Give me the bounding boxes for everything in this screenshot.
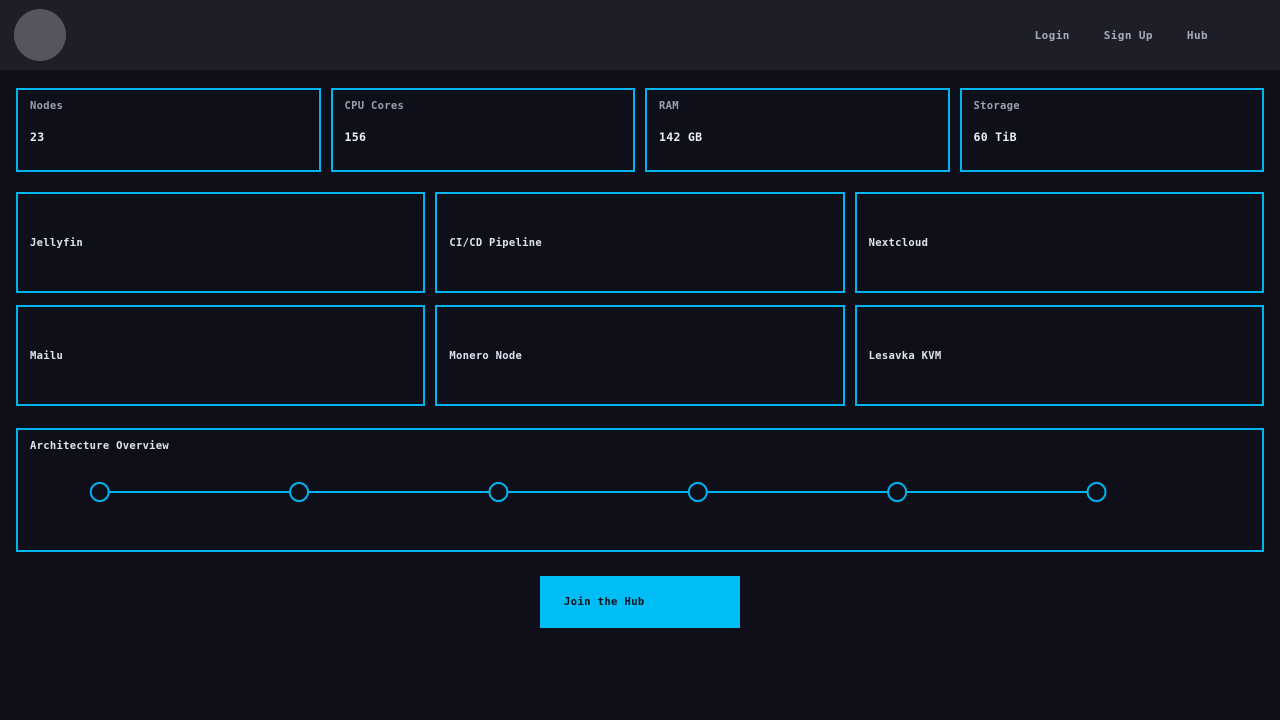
architecture-node-2[interactable] bbox=[290, 483, 308, 501]
stat-label: CPU Cores bbox=[345, 100, 622, 112]
nav-link-hub[interactable]: Hub bbox=[1187, 29, 1208, 42]
architecture-node-6[interactable] bbox=[1088, 483, 1106, 501]
stat-card-storage: Storage 60 TiB bbox=[960, 88, 1265, 172]
service-name: Monero Node bbox=[449, 350, 522, 362]
service-name: Nextcloud bbox=[869, 237, 929, 249]
architecture-node-1[interactable] bbox=[91, 483, 109, 501]
stat-value: 156 bbox=[345, 130, 622, 144]
architecture-title: Architecture Overview bbox=[30, 440, 1250, 452]
stat-label: Storage bbox=[974, 100, 1251, 112]
service-card-lesavka-kvm[interactable]: Lesavka KVM bbox=[855, 305, 1264, 406]
architecture-node-diagram bbox=[18, 468, 1262, 508]
service-card-monero-node[interactable]: Monero Node bbox=[435, 305, 844, 406]
architecture-node-3[interactable] bbox=[489, 483, 507, 501]
architecture-overview-panel: Architecture Overview bbox=[16, 428, 1264, 552]
service-card-jellyfin[interactable]: Jellyfin bbox=[16, 192, 425, 293]
stat-card-nodes: Nodes 23 bbox=[16, 88, 321, 172]
stat-value: 23 bbox=[30, 130, 307, 144]
services-grid: Jellyfin CI/CD Pipeline Nextcloud Mailu … bbox=[0, 172, 1280, 406]
stat-card-ram: RAM 142 GB bbox=[645, 88, 950, 172]
architecture-node-4[interactable] bbox=[689, 483, 707, 501]
service-name: CI/CD Pipeline bbox=[449, 237, 542, 249]
stat-value: 142 GB bbox=[659, 130, 936, 144]
service-name: Lesavka KVM bbox=[869, 350, 942, 362]
cta-button-label: Join the Hub bbox=[564, 596, 645, 608]
architecture-node-5[interactable] bbox=[888, 483, 906, 501]
avatar[interactable] bbox=[14, 9, 66, 61]
stat-label: RAM bbox=[659, 100, 936, 112]
top-header: Login Sign Up Hub bbox=[0, 0, 1280, 71]
service-card-nextcloud[interactable]: Nextcloud bbox=[855, 192, 1264, 293]
stat-value: 60 TiB bbox=[974, 130, 1251, 144]
service-name: Jellyfin bbox=[30, 237, 83, 249]
join-the-hub-button[interactable]: Join the Hub bbox=[540, 576, 740, 628]
stat-card-cpu-cores: CPU Cores 156 bbox=[331, 88, 636, 172]
service-card-mailu[interactable]: Mailu bbox=[16, 305, 425, 406]
nav-link-login[interactable]: Login bbox=[1035, 29, 1070, 42]
cta-row: Join the Hub bbox=[0, 552, 1280, 628]
stats-row: Nodes 23 CPU Cores 156 RAM 142 GB Storag… bbox=[0, 71, 1280, 172]
nav-link-sign-up[interactable]: Sign Up bbox=[1104, 29, 1153, 42]
main-navigation: Login Sign Up Hub bbox=[1035, 29, 1264, 42]
service-card-ci-cd-pipeline[interactable]: CI/CD Pipeline bbox=[435, 192, 844, 293]
service-name: Mailu bbox=[30, 350, 63, 362]
stat-label: Nodes bbox=[30, 100, 307, 112]
